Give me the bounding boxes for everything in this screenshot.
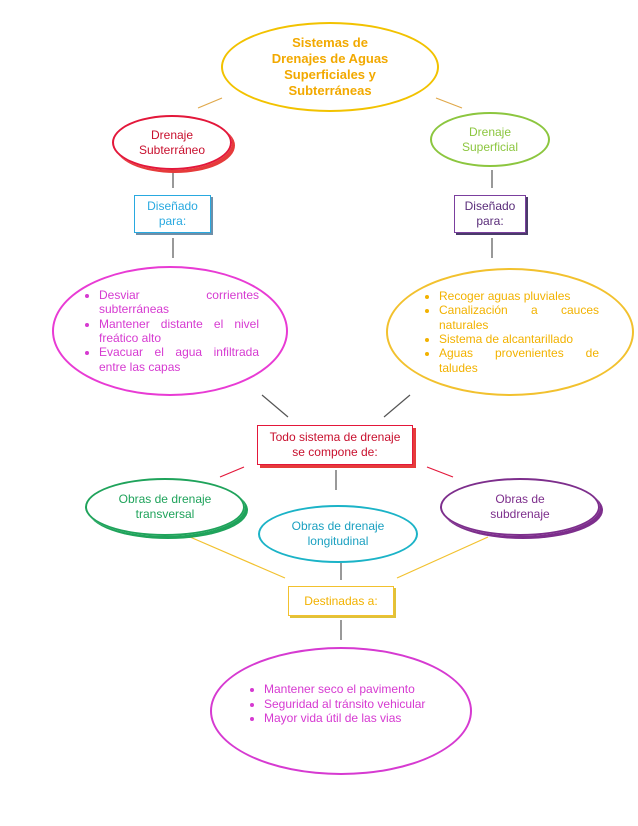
composition-box: Todo sistema de drenaje se compone de: <box>257 425 413 465</box>
subterraneo-uses-list: Desviar corrientes subterráneas Mantener… <box>81 288 259 374</box>
root-node: Sistemas de Drenajes de Aguas Superficia… <box>221 22 439 112</box>
list-item: Seguridad al tránsito vehicular <box>264 697 436 711</box>
superficial-node: Drenaje Superficial <box>430 112 550 167</box>
list-item: Canalización a cauces naturales <box>439 303 599 332</box>
composition-label: Todo sistema de drenaje se compone de: <box>269 430 401 459</box>
subterraneo-node: Drenaje Subterráneo <box>112 115 232 170</box>
transversal-label: Obras de drenaje transversal <box>118 492 212 521</box>
superficial-uses-list: Recoger aguas pluviales Canalización a c… <box>421 289 599 375</box>
connector-root-superficial <box>435 97 463 109</box>
superficial-uses-node: Recoger aguas pluviales Canalización a c… <box>386 268 634 396</box>
connector-composition-transversal <box>219 466 245 478</box>
connector-subdrenaje-destination <box>396 536 489 579</box>
connector-uses-right-composition <box>383 394 411 418</box>
connector-composition-subdrenaje <box>426 466 454 478</box>
connector-uses-left-composition <box>261 394 289 418</box>
list-item: Evacuar el agua infiltrada entre las cap… <box>99 345 259 374</box>
connector-transversal-destination <box>189 536 286 579</box>
longitudinal-node: Obras de drenaje longitudinal <box>258 505 418 563</box>
destination-items-node: Mantener seco el pavimento Seguridad al … <box>210 647 472 775</box>
list-item: Aguas provenientes de taludes <box>439 346 599 375</box>
destination-items-list: Mantener seco el pavimento Seguridad al … <box>246 682 436 725</box>
connector-root-subterraneo <box>197 97 223 109</box>
destination-box: Destinadas a: <box>288 586 394 616</box>
subdrenaje-label: Obras de subdrenaje <box>490 492 550 521</box>
root-title: Sistemas de Drenajes de Aguas Superficia… <box>271 34 389 99</box>
superficial-label: Drenaje Superficial <box>461 124 519 154</box>
list-item: Desviar corrientes subterráneas <box>99 288 259 317</box>
destination-label: Destinadas a: <box>304 593 378 608</box>
list-item: Recoger aguas pluviales <box>439 289 599 303</box>
subdrenaje-node: Obras de subdrenaje <box>440 478 600 536</box>
list-item: Mantener distante el nivel freático alto <box>99 317 259 346</box>
superficial-designed-label: Diseñado para: <box>464 199 516 228</box>
list-item: Mayor vida útil de las vias <box>264 711 436 725</box>
transversal-node: Obras de drenaje transversal <box>85 478 245 536</box>
subterraneo-designed-box: Diseñado para: <box>134 195 211 233</box>
longitudinal-label: Obras de drenaje longitudinal <box>291 519 385 548</box>
subterraneo-designed-label: Diseñado para: <box>147 199 198 228</box>
list-item: Sistema de alcantarillado <box>439 332 599 346</box>
subterraneo-uses-node: Desviar corrientes subterráneas Mantener… <box>52 266 288 396</box>
superficial-designed-box: Diseñado para: <box>454 195 526 233</box>
subterraneo-label: Drenaje Subterráneo <box>138 127 206 157</box>
list-item: Mantener seco el pavimento <box>264 682 436 696</box>
